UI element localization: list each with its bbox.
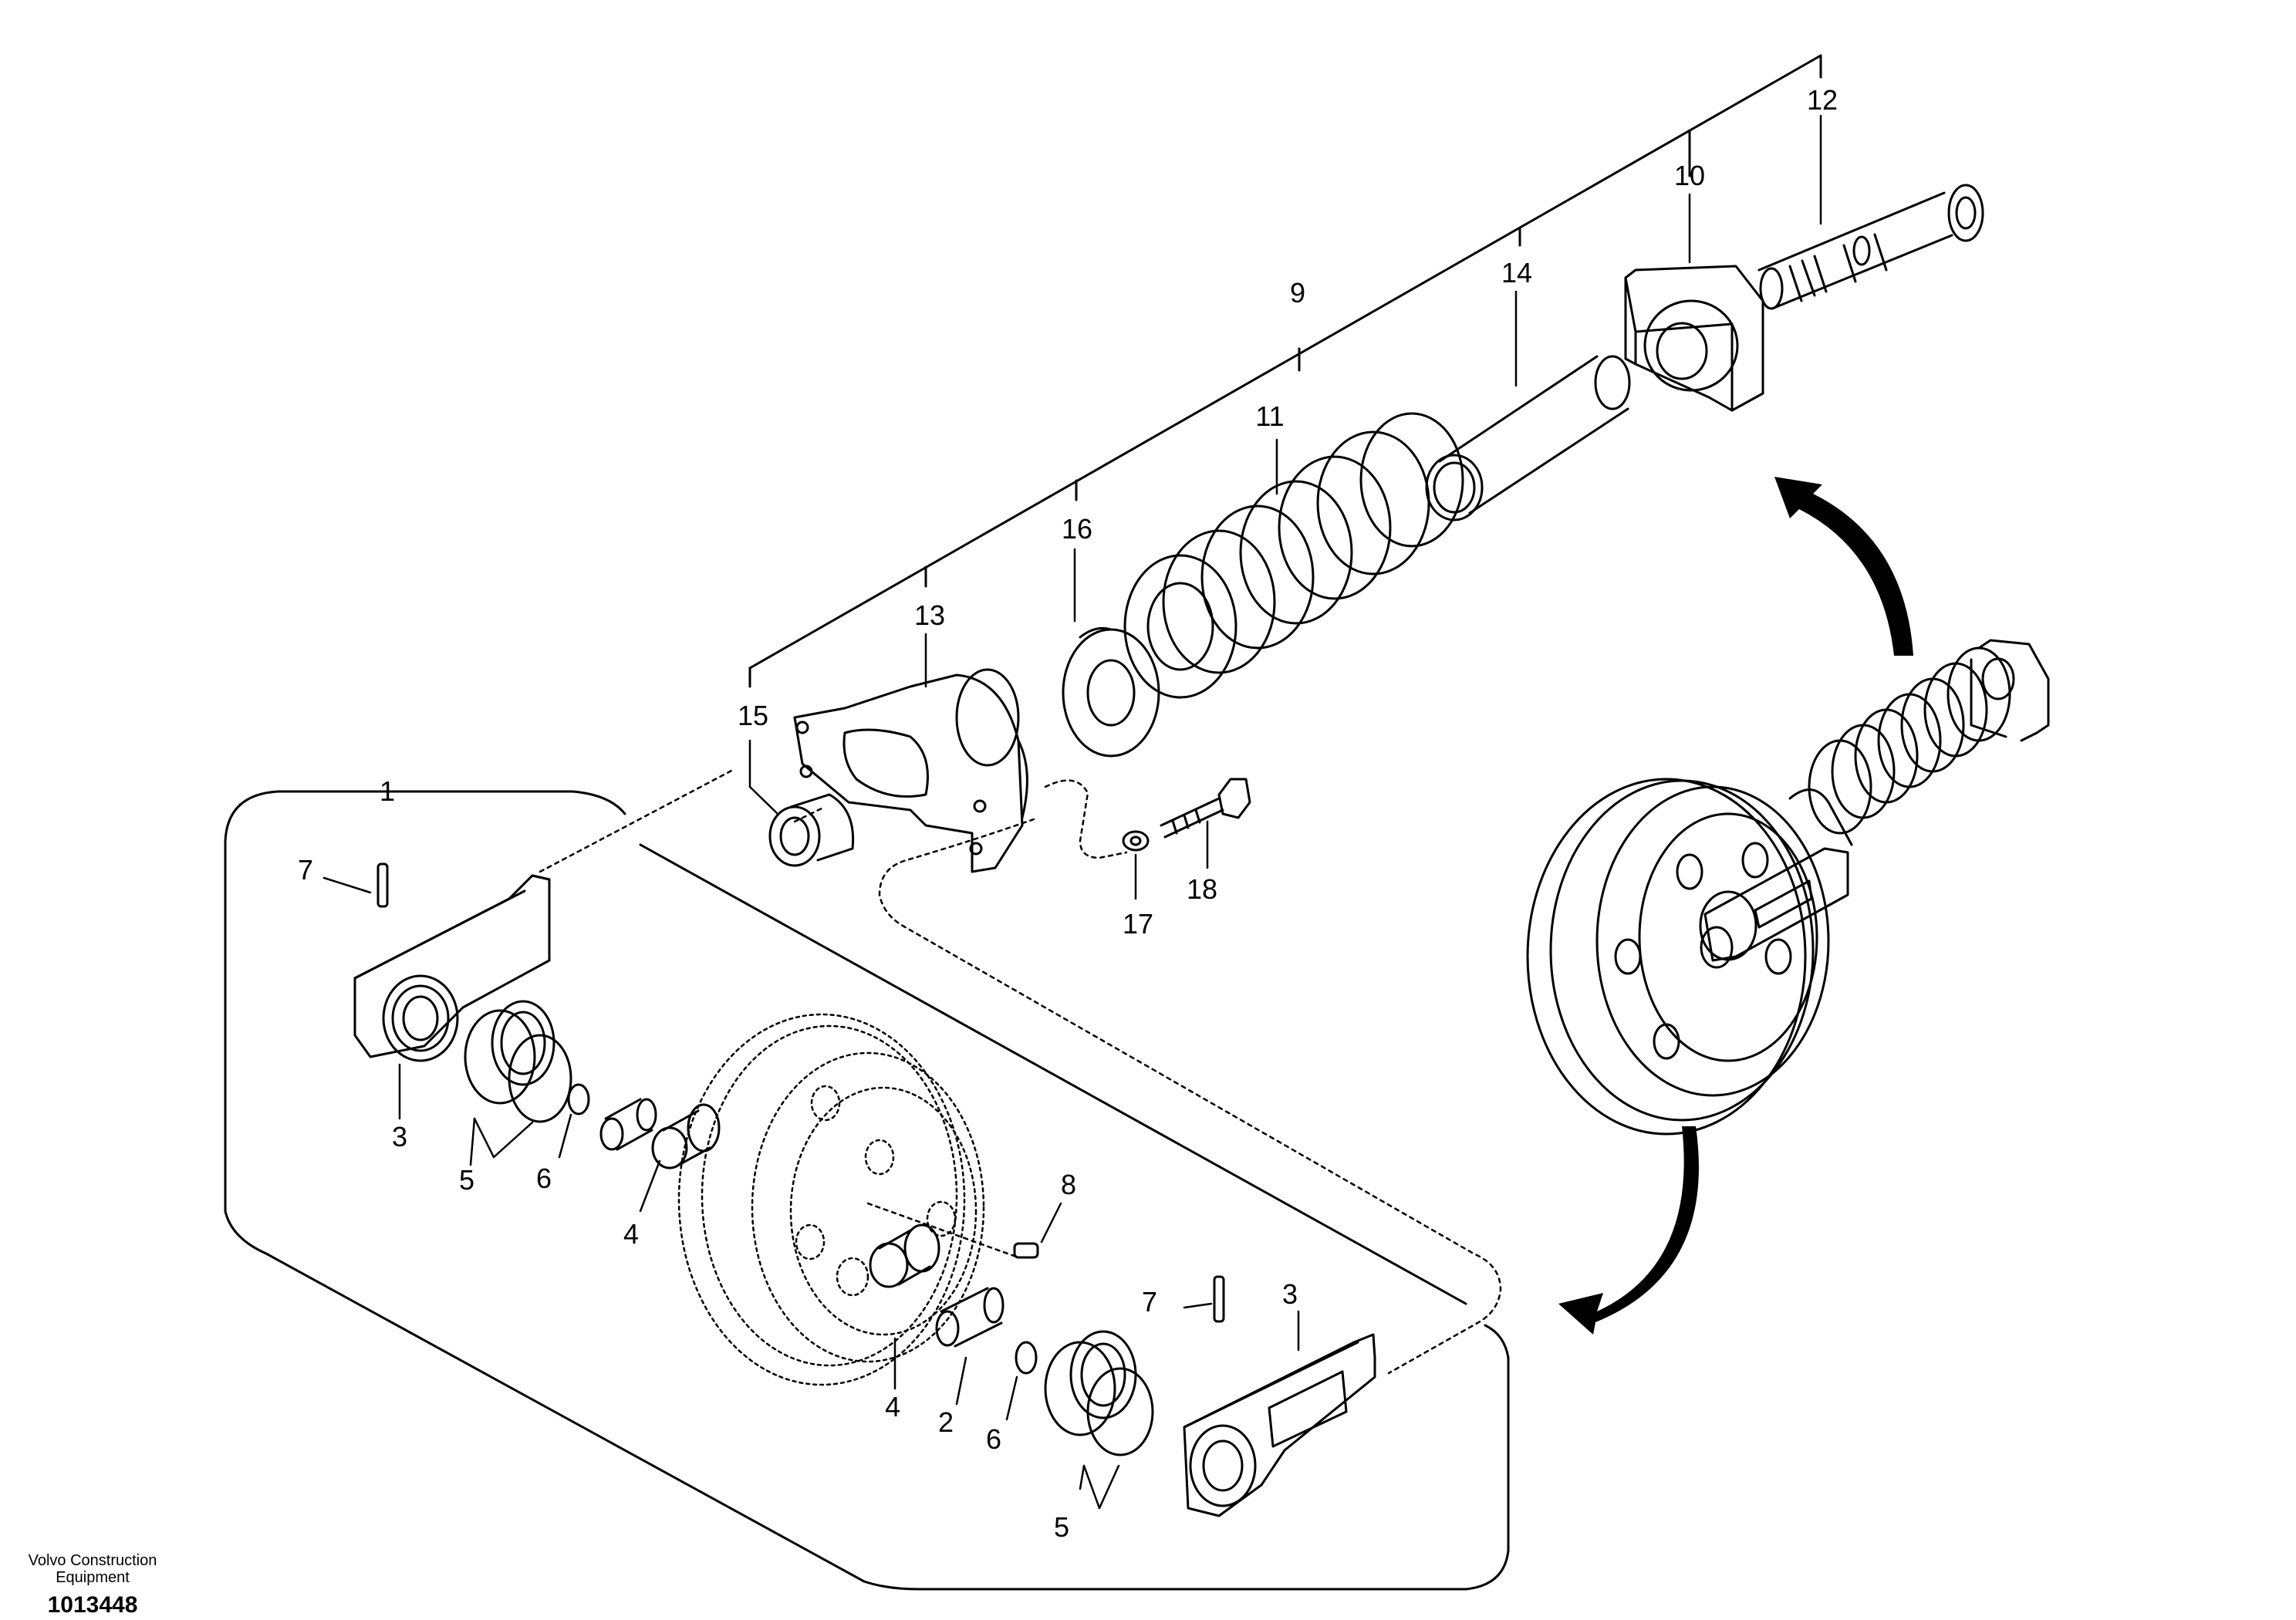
washer-17	[1122, 830, 1150, 852]
bushing-4b	[869, 1223, 940, 1288]
bushing-15	[768, 793, 855, 867]
bracket-10	[1624, 265, 1764, 412]
bushing-4a	[651, 1103, 721, 1169]
shaft-2b	[935, 1287, 1004, 1348]
assembly-paths	[539, 768, 1502, 1375]
group-bracket-9	[748, 54, 1822, 688]
callout-4b: 4	[885, 1391, 900, 1423]
callout-14: 14	[1501, 257, 1532, 289]
callout-5a: 5	[459, 1164, 474, 1196]
doc-number: 1013448	[47, 1592, 138, 1618]
roll-pin-7b	[1213, 1275, 1225, 1323]
washer-16	[1062, 626, 1160, 758]
pin-12	[1757, 184, 1984, 310]
bolt-18	[1160, 778, 1251, 839]
housing-3a	[353, 874, 551, 1062]
leader-lines	[322, 114, 1822, 1510]
brand-line-2: Equipment	[56, 1569, 130, 1586]
callout-8: 8	[1061, 1169, 1076, 1200]
callout-6b: 6	[986, 1423, 1001, 1455]
callouts: 1 7 3 5 6 4 8 4 2 6 5 7 3 17 18 15 13 16…	[298, 84, 1838, 1543]
yoke-13	[793, 668, 1028, 873]
grease-nipple-8	[1013, 1242, 1039, 1259]
callout-4a: 4	[623, 1218, 639, 1250]
seal-5b	[1044, 1330, 1154, 1456]
callout-2: 2	[938, 1406, 954, 1438]
assembled-idler	[1526, 639, 2050, 1136]
callout-5b: 5	[1054, 1511, 1069, 1543]
callout-10: 10	[1674, 160, 1705, 191]
group-enclosure-1	[224, 790, 1510, 1591]
brand-line-1: Volvo Construction	[28, 1552, 157, 1569]
arrows	[1558, 477, 1913, 1335]
o-ring-6b	[1015, 1341, 1038, 1375]
callout-3a: 3	[392, 1121, 407, 1153]
o-ring-6a	[567, 1083, 590, 1115]
callout-9: 9	[1290, 277, 1305, 309]
spring-11	[1123, 412, 1464, 699]
shaft-2a	[599, 1098, 657, 1151]
callout-16: 16	[1062, 513, 1092, 545]
callout-1: 1	[380, 775, 395, 807]
callout-18: 18	[1187, 873, 1217, 905]
tube-14	[1425, 355, 1631, 521]
housing-3b	[1183, 1333, 1376, 1517]
roll-pin-7a	[376, 862, 389, 908]
callout-11: 11	[1255, 400, 1284, 432]
callout-17: 17	[1123, 908, 1153, 940]
callout-15: 15	[738, 700, 768, 731]
enclosure-divider	[639, 843, 1467, 1305]
callout-13: 13	[914, 599, 945, 631]
callout-12: 12	[1807, 84, 1838, 116]
callout-7b: 7	[1142, 1286, 1157, 1318]
footer: Volvo Construction Equipment 1013448	[0, 1552, 185, 1618]
callout-6a: 6	[536, 1163, 552, 1194]
callout-3b: 3	[1282, 1278, 1298, 1310]
idler-wheel-dotted	[677, 1013, 985, 1386]
callout-7a: 7	[298, 854, 313, 886]
seal-5a	[464, 1000, 572, 1123]
